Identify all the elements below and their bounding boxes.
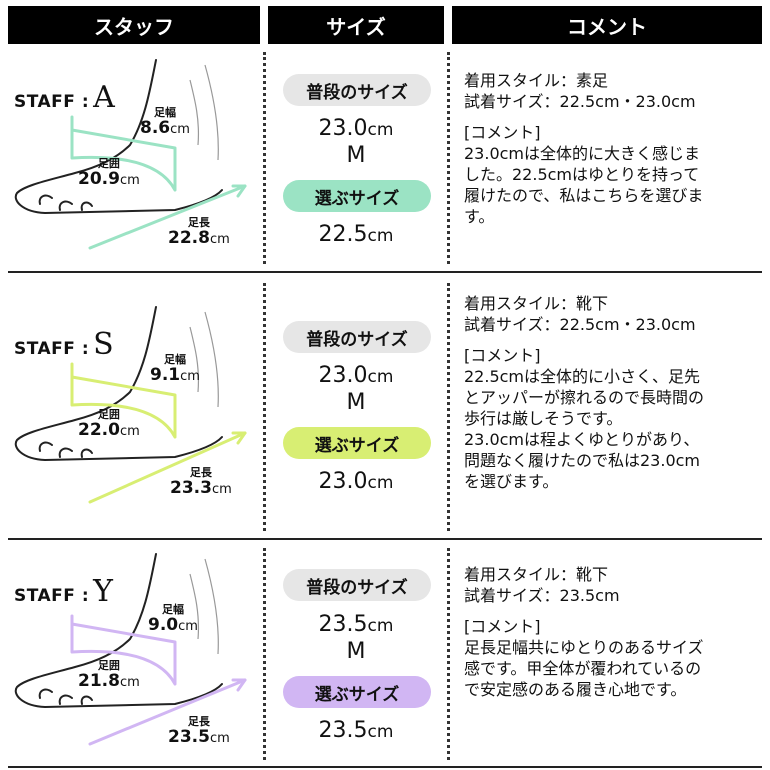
column-divider <box>263 283 266 531</box>
usual-size-pill: 普段のサイズ <box>283 321 431 353</box>
header-size: サイズ <box>268 6 444 44</box>
comment-heading: [コメント] <box>464 346 541 365</box>
staff-name: STAFF : S <box>14 327 115 362</box>
wear-style: 着用スタイル：靴下 <box>464 565 609 584</box>
measurement-lines <box>70 115 247 250</box>
chosen-size-value: 22.5cm <box>318 222 394 247</box>
column-divider <box>447 283 450 531</box>
comment-line: した。22.5cmはゆとりを持って <box>464 165 700 184</box>
staff-name: STAFF : A <box>14 80 116 115</box>
usual-size-pill: 普段のサイズ <box>283 74 431 106</box>
staff-comment: 着用スタイル：素足 試着サイズ：22.5cm・23.0cm [コメント] 23.… <box>464 70 760 227</box>
column-divider <box>447 548 450 760</box>
header-comment: コメント <box>452 6 762 44</box>
comment-line: 歩行は厳しそうです。 <box>464 409 623 428</box>
comment-line: 23.0cmは程よくゆとりがあり、 <box>464 430 700 449</box>
comment-line: 問題なく履けたので私は23.0cm <box>464 451 701 470</box>
tried-sizes: 試着サイズ：22.5cm・23.0cm <box>464 315 696 334</box>
wear-style: 着用スタイル：靴下 <box>464 294 609 313</box>
column-divider <box>447 52 450 264</box>
comment-line: で安定感のある履き心地です。 <box>464 680 687 699</box>
wear-style: 着用スタイル：素足 <box>464 71 609 90</box>
usual-size-pill: 普段のサイズ <box>283 569 431 601</box>
row-divider <box>8 538 762 540</box>
comment-line: す。 <box>464 207 495 226</box>
comment-line: とアッパーが擦れるので長時間の <box>464 388 705 407</box>
comment-line: 足長足幅共にゆとりのあるサイズ <box>464 638 704 657</box>
chosen-size-pill: 選ぶサイズ <box>283 180 431 212</box>
staff-comment: 着用スタイル：靴下 試着サイズ：22.5cm・23.0cm [コメント] 22.… <box>464 293 760 492</box>
chosen-size-pill: 選ぶサイズ <box>283 676 431 708</box>
staff-comment: 着用スタイル：靴下 試着サイズ：23.5cm [コメント] 足長足幅共にゆとりの… <box>464 564 760 700</box>
comment-line: 22.5cmは全体的に小さく、足先 <box>464 367 701 386</box>
tried-sizes: 試着サイズ：23.5cm <box>464 586 620 605</box>
chosen-size-pill: 選ぶサイズ <box>283 427 431 459</box>
column-divider <box>263 548 266 760</box>
header-staff: スタッフ <box>8 6 260 44</box>
comment-line: 履けたので、私はこちらを選びま <box>464 186 704 205</box>
comment-line: 23.0cmは全体的に大きく感じま <box>464 144 701 163</box>
comment-line: 感です。甲全体が覆われているの <box>464 659 702 678</box>
measurement-lines <box>70 362 247 504</box>
tried-sizes: 試着サイズ：22.5cm・23.0cm <box>464 92 696 111</box>
column-divider <box>263 52 266 264</box>
foot-measurement-illustration <box>14 59 247 250</box>
chosen-size-value: 23.0cm <box>318 469 394 494</box>
comment-heading: [コメント] <box>464 123 541 142</box>
row-divider <box>8 271 762 273</box>
chosen-size-value: 23.5cm <box>318 718 394 743</box>
comment-line: を選びます。 <box>464 472 559 491</box>
measurement-lines <box>70 614 247 746</box>
row-divider <box>8 766 762 768</box>
foot-measurement-illustration <box>14 553 247 746</box>
foot-measurement-illustration <box>14 306 247 504</box>
staff-name: STAFF : Y <box>14 574 114 609</box>
comment-heading: [コメント] <box>464 617 541 636</box>
